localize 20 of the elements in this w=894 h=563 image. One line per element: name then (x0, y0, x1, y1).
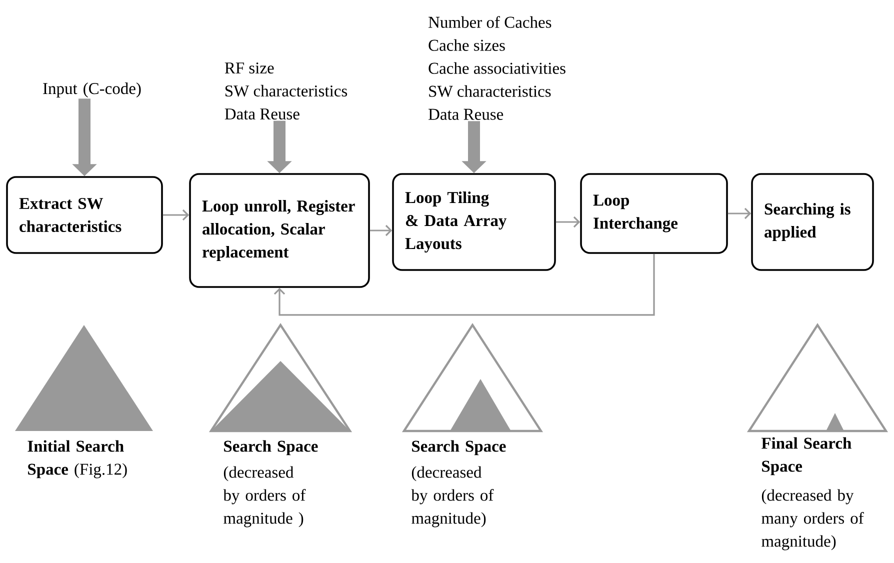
process-box: Searching is applied (751, 173, 874, 271)
input-list: RF size SW characteristics Data Reuse (224, 62, 348, 120)
caption: Final Search Space (762, 437, 852, 476)
caption: (decreased by many orders of magnitude) (762, 489, 864, 550)
arrow (274, 254, 655, 316)
arrow (728, 208, 752, 220)
arrow (370, 224, 392, 236)
caption: (decreased by orders of magnitude ) (223, 466, 306, 528)
process-box: Loop Interchange (580, 173, 728, 254)
caption: (decreased by orders of magnitude) (411, 466, 494, 528)
arrow (556, 216, 580, 228)
input-list: Number of Caches Cache sizes Cache associativities SW characteristics Data Reuse (428, 16, 566, 120)
input-label: Input (C-code) (43, 82, 141, 98)
caption: Search Space (224, 440, 318, 456)
arrow (162, 209, 190, 221)
caption: Initial Search Space (Fig.12) (28, 440, 127, 478)
caption: Search Space (412, 440, 506, 456)
process-box: Loop unroll, Register allocation, Scalar replacement (189, 173, 370, 288)
process-box: Extract SW characteristics (6, 176, 163, 254)
process-box: Loop Tiling & Data Array Layouts (392, 173, 556, 271)
